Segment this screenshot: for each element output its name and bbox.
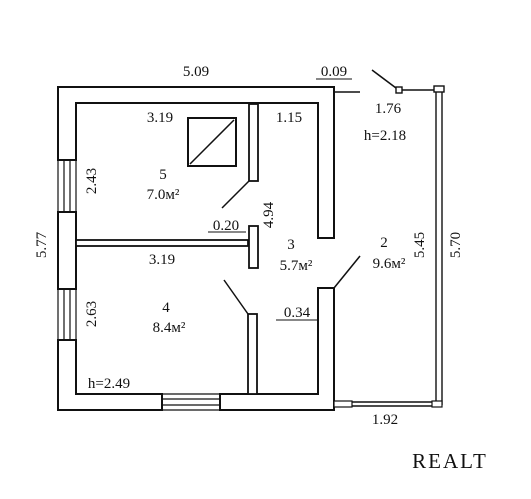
room-number: 2 <box>380 235 388 251</box>
dim-total-left: 5.77 <box>34 231 50 258</box>
room-area: 7.0м² <box>147 187 180 203</box>
dim-balcony-top: 1.76 <box>375 101 402 117</box>
dim-top-small: 0.09 <box>321 64 347 80</box>
height-label-bottom: h=2.49 <box>88 376 130 392</box>
dim-room3-width: 1.15 <box>276 110 302 126</box>
room-5-label: 5 7.0м² <box>147 167 180 203</box>
partitions <box>75 103 259 395</box>
room-3-label: 3 5.7м² <box>280 237 313 274</box>
dim-balcony-bottom: 1.92 <box>372 412 398 428</box>
dimension-underlines <box>208 78 352 321</box>
window-bottom <box>162 393 220 411</box>
room-number: 5 <box>159 167 167 183</box>
door-room5 <box>221 180 250 209</box>
partition-vertical-lower <box>247 313 258 395</box>
window-left-lower <box>57 289 77 340</box>
room-area: 5.7м² <box>280 258 313 274</box>
balcony <box>333 69 445 408</box>
dim-wall-thickness: 0.20 <box>213 218 239 234</box>
room-area: 8.4м² <box>153 320 186 336</box>
door-swings <box>221 91 361 315</box>
dim-partition-vertical: 4.94 <box>261 201 277 228</box>
window-left-upper <box>57 160 77 212</box>
vent-shaft <box>187 117 237 167</box>
dim-left-lower: 2.63 <box>84 301 100 327</box>
partition-horizontal <box>75 239 249 247</box>
partition-vertical-upper <box>248 103 259 182</box>
left-wall-middle <box>57 211 77 290</box>
dim-wall-small: 0.34 <box>284 305 311 321</box>
dim-balcony-inner: 5.45 <box>412 232 428 258</box>
door-room4 <box>223 279 249 315</box>
room-area: 9.6м² <box>373 256 406 272</box>
room-number: 4 <box>162 300 170 316</box>
dim-room5-width: 3.19 <box>147 110 173 126</box>
windows <box>57 160 220 411</box>
room-2-label: 2 9.6м² <box>373 235 406 272</box>
door-balcony <box>333 255 361 289</box>
dim-left-upper: 2.43 <box>84 168 100 194</box>
room-4-label: 4 8.4м² <box>153 300 186 336</box>
partition-vertical-middle <box>248 225 259 269</box>
dim-room4-width: 3.19 <box>149 252 175 268</box>
realt-watermark: REALT <box>412 449 488 473</box>
room-number: 3 <box>287 237 295 253</box>
height-label-top: h=2.18 <box>364 128 406 144</box>
dim-balcony-outer: 5.70 <box>448 232 464 258</box>
dim-top-outer: 5.09 <box>183 64 209 80</box>
